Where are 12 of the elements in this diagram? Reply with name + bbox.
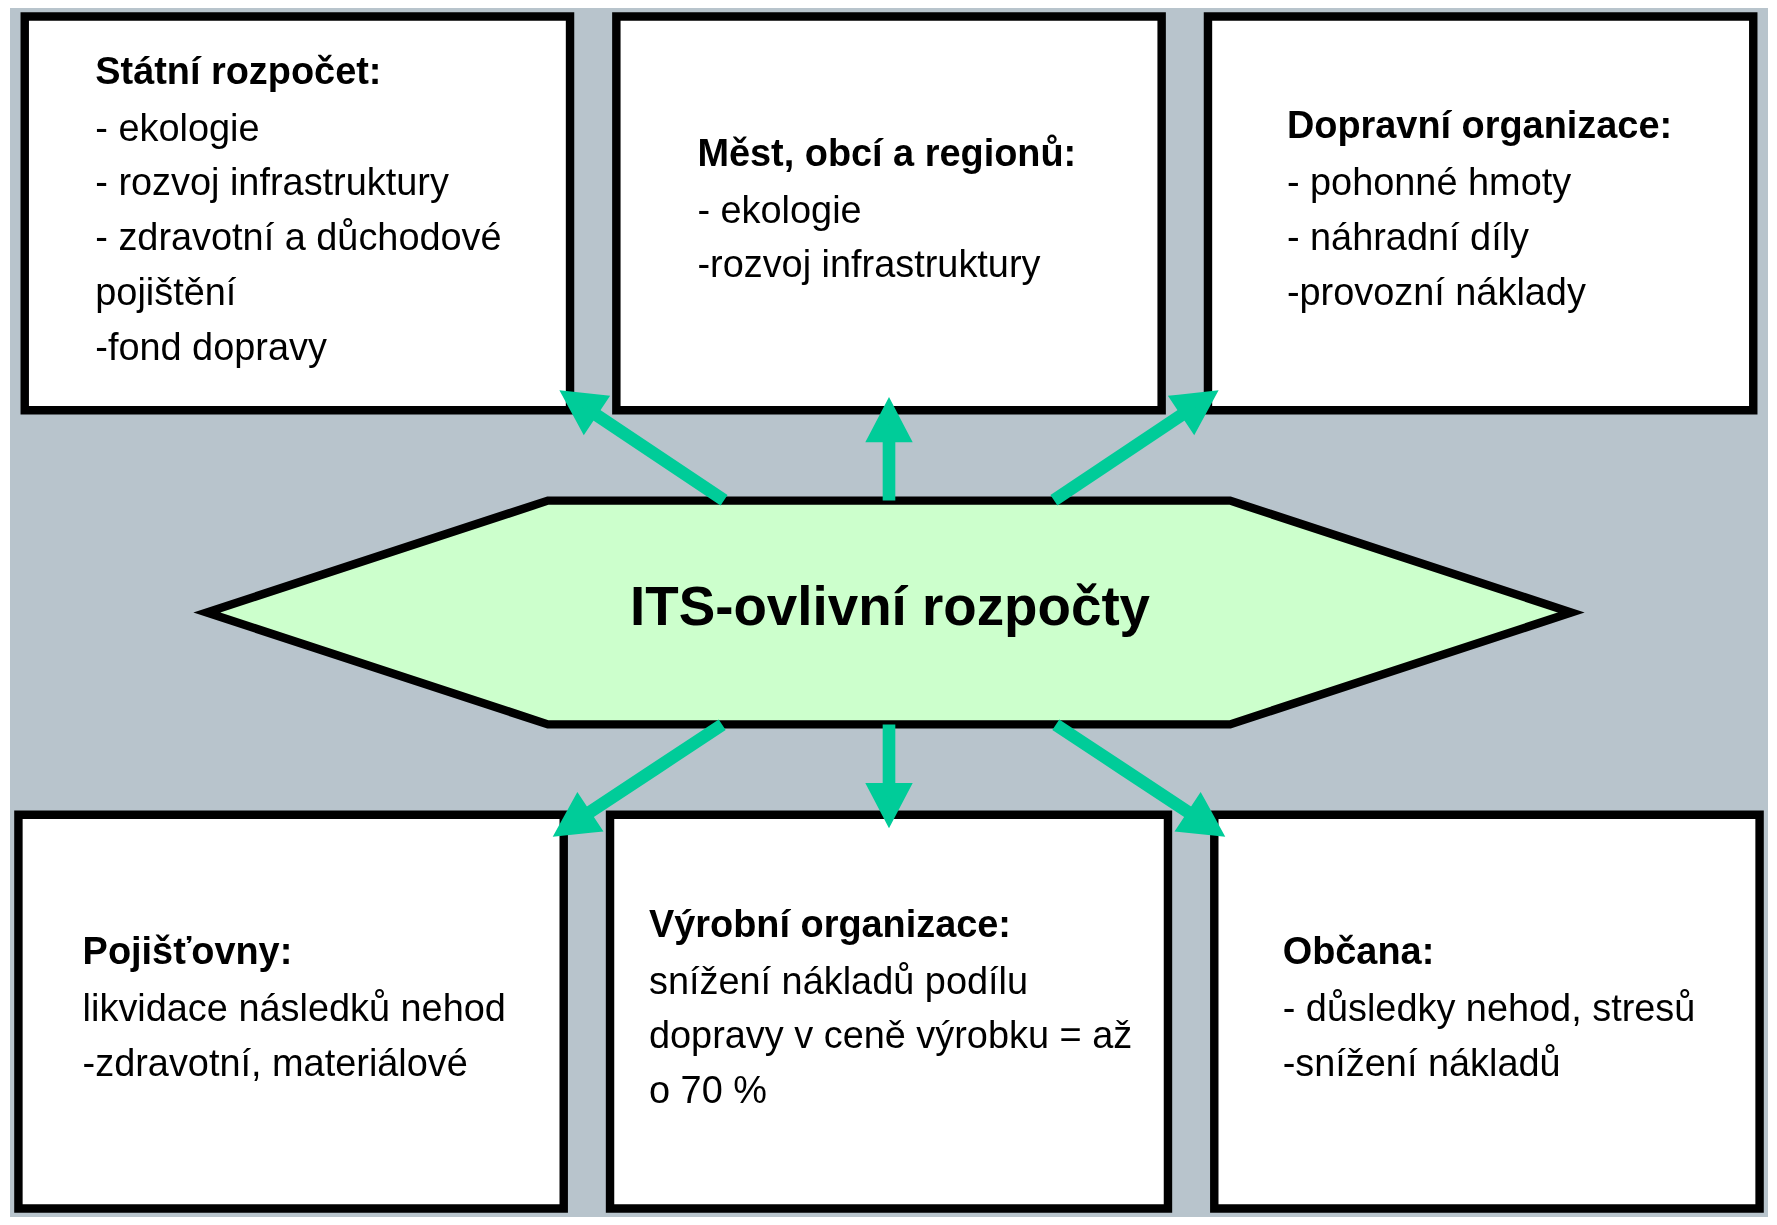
node-box: Občana: - důsledky nehod, stresů -snížení nákladů (1209, 810, 1764, 1213)
node-box: Státní rozpočet: - ekologie - rozvoj infrastruktury - zdravotní a důchodové pojištění -fond dopravy (20, 12, 574, 415)
node-box: Výrobní organizace: snížení nákladů podílu dopravy v ceně výrobku = až o 70 % (605, 810, 1172, 1213)
node-box: Pojišťovny: likvidace následků nehod -zdravotní, materiálové (13, 810, 568, 1213)
arrow (552, 719, 726, 837)
arrow (864, 397, 913, 501)
arrow (558, 390, 728, 506)
arrow (864, 724, 913, 829)
arrow (1049, 390, 1219, 506)
node-box: Dopravní organizace: - pohonné hmoty - náhradní díly -provozní náklady (1203, 12, 1757, 415)
node-box: Měst, obcí a regionů: - ekologie -rozvoj infrastruktury (611, 12, 1166, 415)
arrow (1051, 719, 1225, 837)
